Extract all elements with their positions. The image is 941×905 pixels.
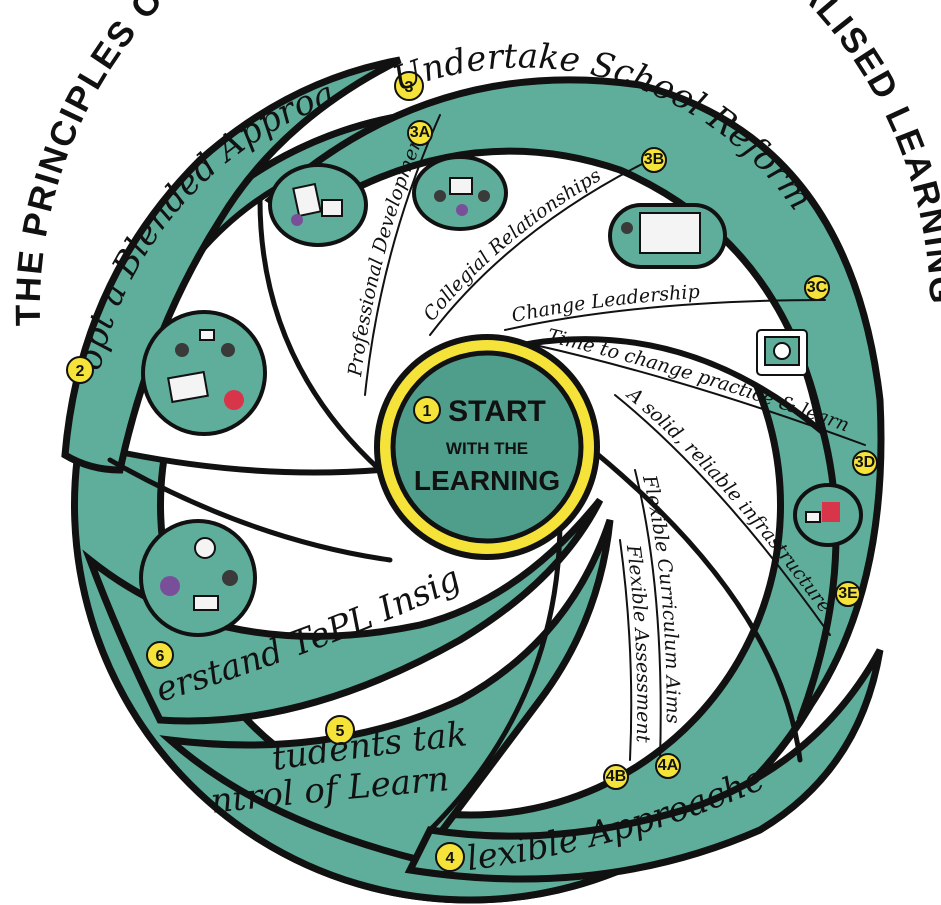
sub-badge-4b: 4B [603,764,629,790]
principle-6-number: 6 [156,648,165,665]
blended-approach-band [61,56,402,474]
flexible-approaches-band [404,648,884,883]
center-line-1: START [448,395,546,428]
principle-2-badge [66,356,94,384]
time-clock-illustration [756,329,808,376]
principle-4-badge [435,842,465,872]
principle-4-number: 4 [446,850,455,867]
sub-badge-3a: 3A [407,120,433,146]
svg-text:3A: 3A [410,124,431,141]
principle-6-badge [146,641,174,669]
svg-text:3B: 3B [644,151,664,168]
svg-text:3C: 3C [807,279,828,296]
insights-illustration [139,519,257,637]
principle-3-badge [394,71,424,101]
sub-badge-3e: 3E [835,581,861,607]
collegial-relationships-illustration [412,155,508,231]
spiral-line-1 [107,457,393,563]
school-reform-band [264,76,885,723]
svg-text:3E: 3E [838,585,858,602]
center-line-2: WITH THE [446,439,528,458]
spiral-line-2 [257,197,383,473]
sub-badge-3d: 3D [852,450,878,476]
infrastructure-illustration [793,483,863,547]
center-number-badge [413,396,441,424]
center-line-3: LEARNING [414,465,560,496]
sub-badge-3b: 3B [641,147,667,173]
sub-badge-4a: 4A [655,753,681,779]
spiral-line-4 [427,517,563,833]
svg-text:3D: 3D [855,454,875,471]
change-leadership-illustration [608,203,727,269]
principle-5-number: 5 [336,723,345,740]
principle-2-number: 2 [76,363,85,380]
center-circle [390,350,584,544]
student-control-band [159,518,614,864]
svg-text:4B: 4B [606,768,626,785]
sub-badge-3c: 3C [804,275,830,301]
professional-development-illustration [268,163,368,247]
center-number: 1 [423,403,432,420]
svg-text:4A: 4A [658,757,679,774]
principle-5-badge [325,715,355,745]
principle-3-number: 3 [405,79,414,96]
spiral-line-3 [577,437,803,763]
blended-learning-illustration [141,310,267,436]
